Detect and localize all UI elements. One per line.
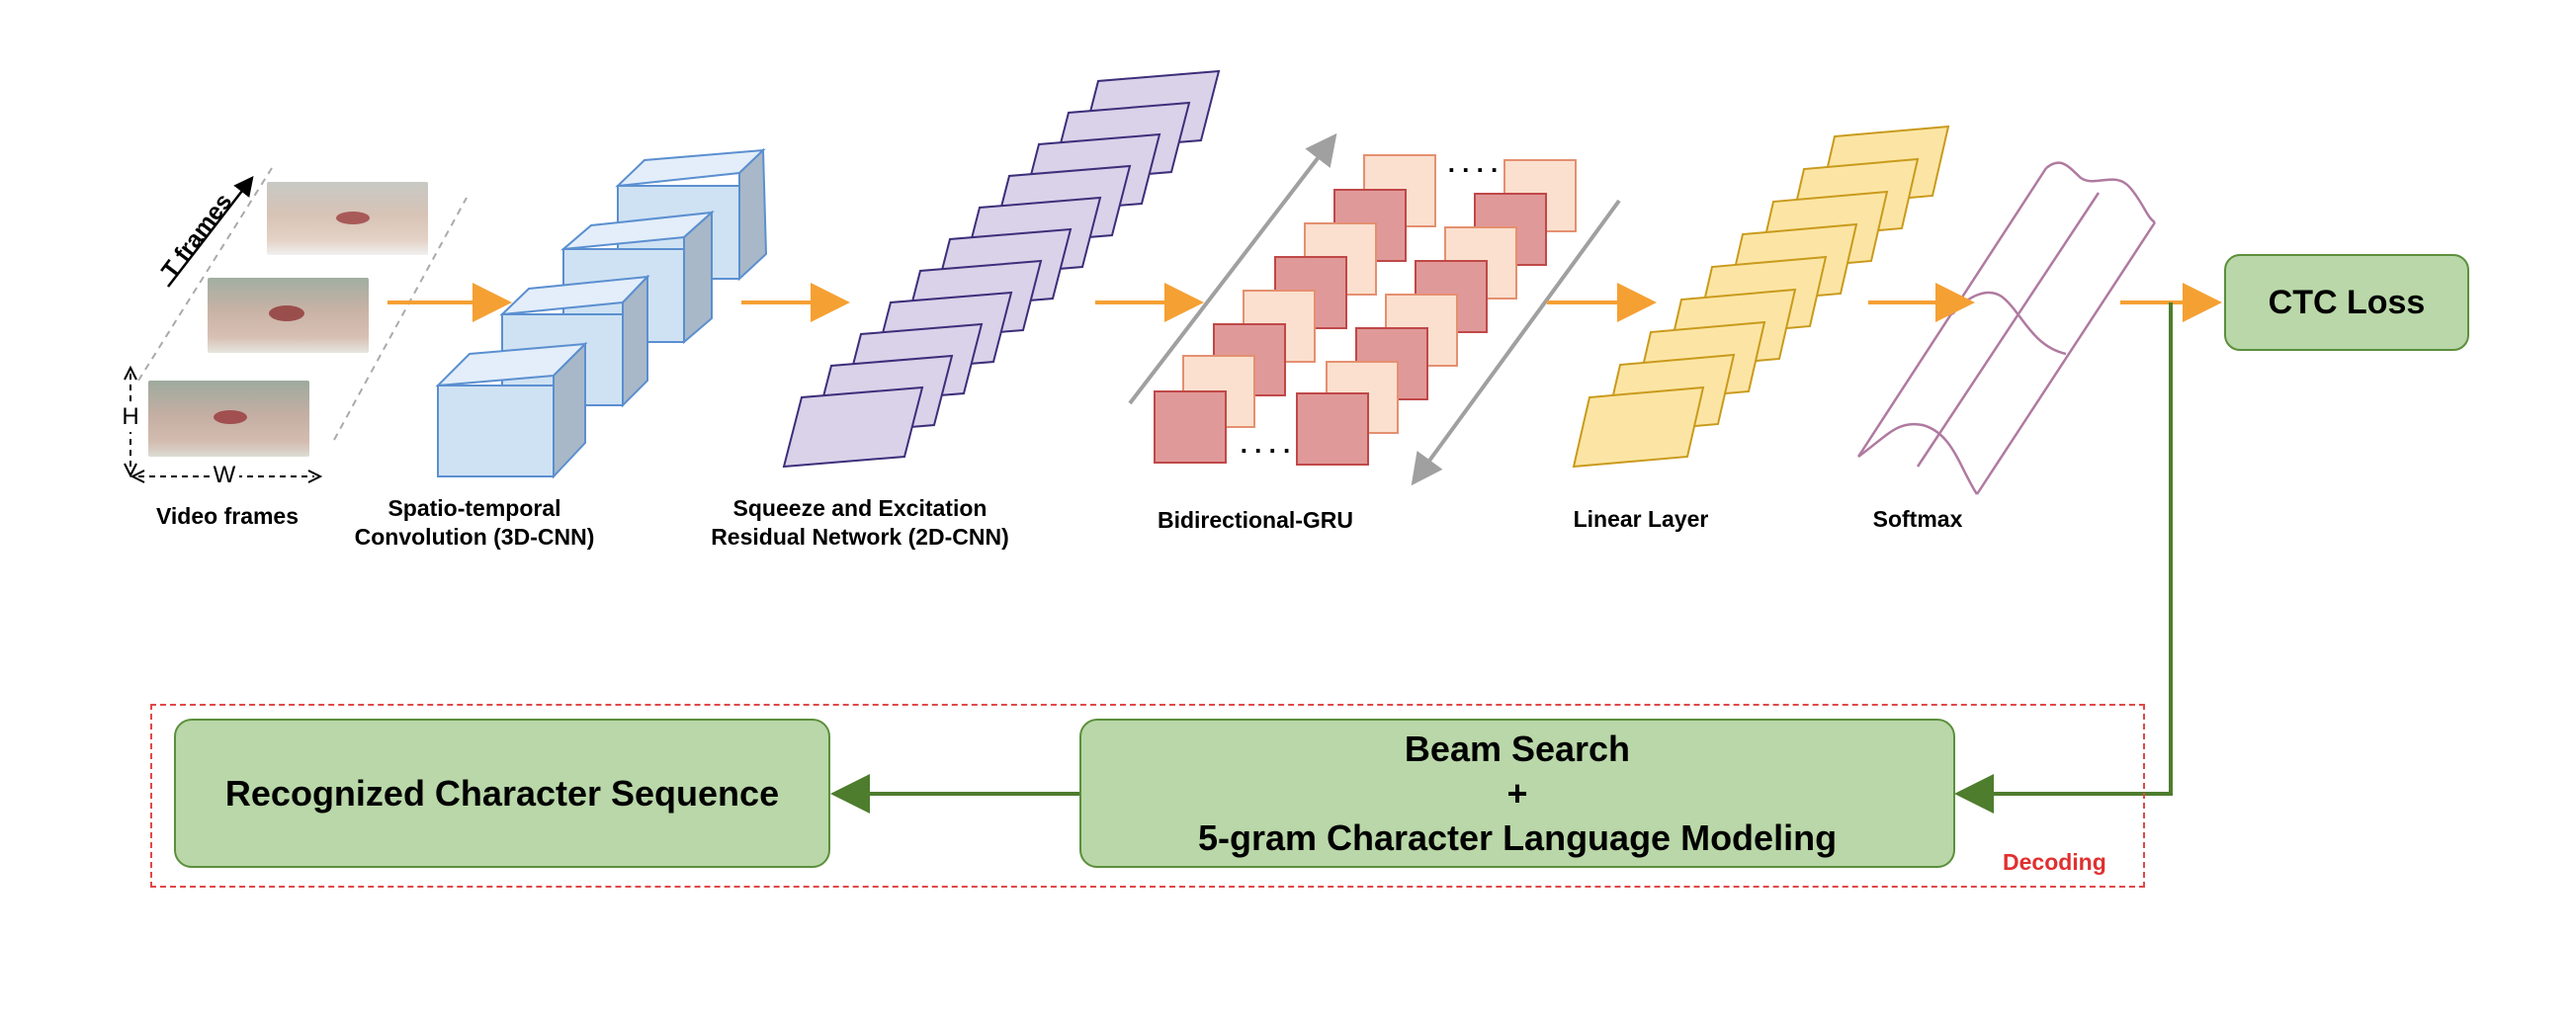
st-conv-label-2: Convolution (3D-CNN): [354, 524, 595, 550]
video-frames-label: Video frames: [155, 503, 300, 529]
arrow-to-beam-search: [1954, 302, 2173, 814]
gru-cell: [1296, 392, 1369, 466]
backward-direction-arrow: [1411, 199, 1621, 486]
cnn3d-block: [435, 147, 768, 479]
gru-ellipsis-top: . . . .: [1447, 148, 1499, 178]
linear-layer-block: [1572, 125, 1950, 469]
cnn2d-layer: [782, 386, 924, 469]
forward-direction-arrow: [1128, 132, 1337, 405]
w-axis-label: W: [210, 462, 239, 490]
ctc-loss-box: CTC Loss: [2224, 254, 2469, 351]
cnn2d-block: [782, 69, 1221, 469]
stack-guide-left: [137, 167, 273, 382]
t-frames-arrow: [167, 176, 254, 288]
video-frame-2: [208, 278, 369, 353]
decoding-region: [150, 704, 2145, 888]
h-axis-label: H: [116, 403, 145, 432]
beam-search-line-3: 5-gram Character Language Modeling: [1197, 817, 1838, 858]
softmax-label: Softmax: [1872, 506, 1963, 532]
se-resnet-label-2: Residual Network (2D-CNN): [711, 524, 1009, 550]
video-frame-1: [148, 381, 309, 457]
linear-layer-sheet: [1572, 386, 1705, 469]
beam-search-line-2: +: [1506, 773, 1528, 814]
beam-search-line-1: Beam Search: [1404, 729, 1631, 769]
decode-arrows: [830, 302, 2173, 814]
gru-cell: [1154, 390, 1227, 464]
video-frame-3: [267, 182, 428, 255]
bigru-label: Bidirectional-GRU: [1157, 507, 1354, 533]
st-conv-label-1: Spatio-temporal: [387, 495, 561, 521]
se-resnet-label-1: Squeeze and Excitation: [732, 495, 987, 521]
bigru-block: [1128, 132, 1621, 486]
recognized-sequence-box: Recognized Character Sequence: [174, 719, 830, 868]
beam-search-box: Beam Search + 5-gram Character Language …: [1079, 719, 1955, 868]
decoding-label: Decoding: [2003, 849, 2106, 875]
linear-layer-label: Linear Layer: [1573, 506, 1709, 532]
gru-cells: [1154, 154, 1577, 466]
cube-1: [435, 341, 588, 479]
gru-ellipsis-bottom: . . . .: [1240, 429, 1291, 459]
